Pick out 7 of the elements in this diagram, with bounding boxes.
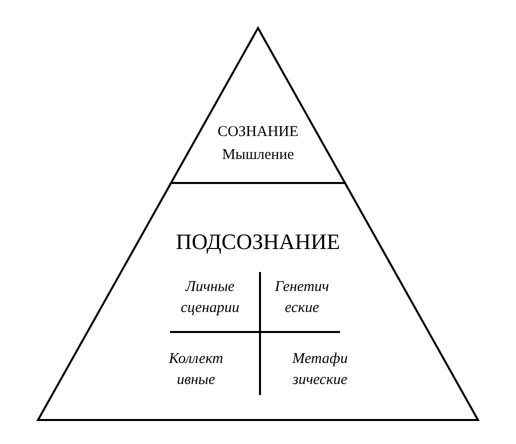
quadrant-label: Личные сценарии	[180, 277, 240, 319]
section-text: Мышление	[221, 147, 295, 164]
quadrant-label: Коллект ивные	[168, 349, 224, 391]
quadrant-label: Метафи зические	[292, 349, 348, 391]
section-heading: ПОДСОЗНАНИЕ	[174, 229, 342, 255]
section-heading: СОЗНАНИЕ	[216, 124, 300, 141]
quadrant-label: Генетич еские	[274, 277, 330, 319]
